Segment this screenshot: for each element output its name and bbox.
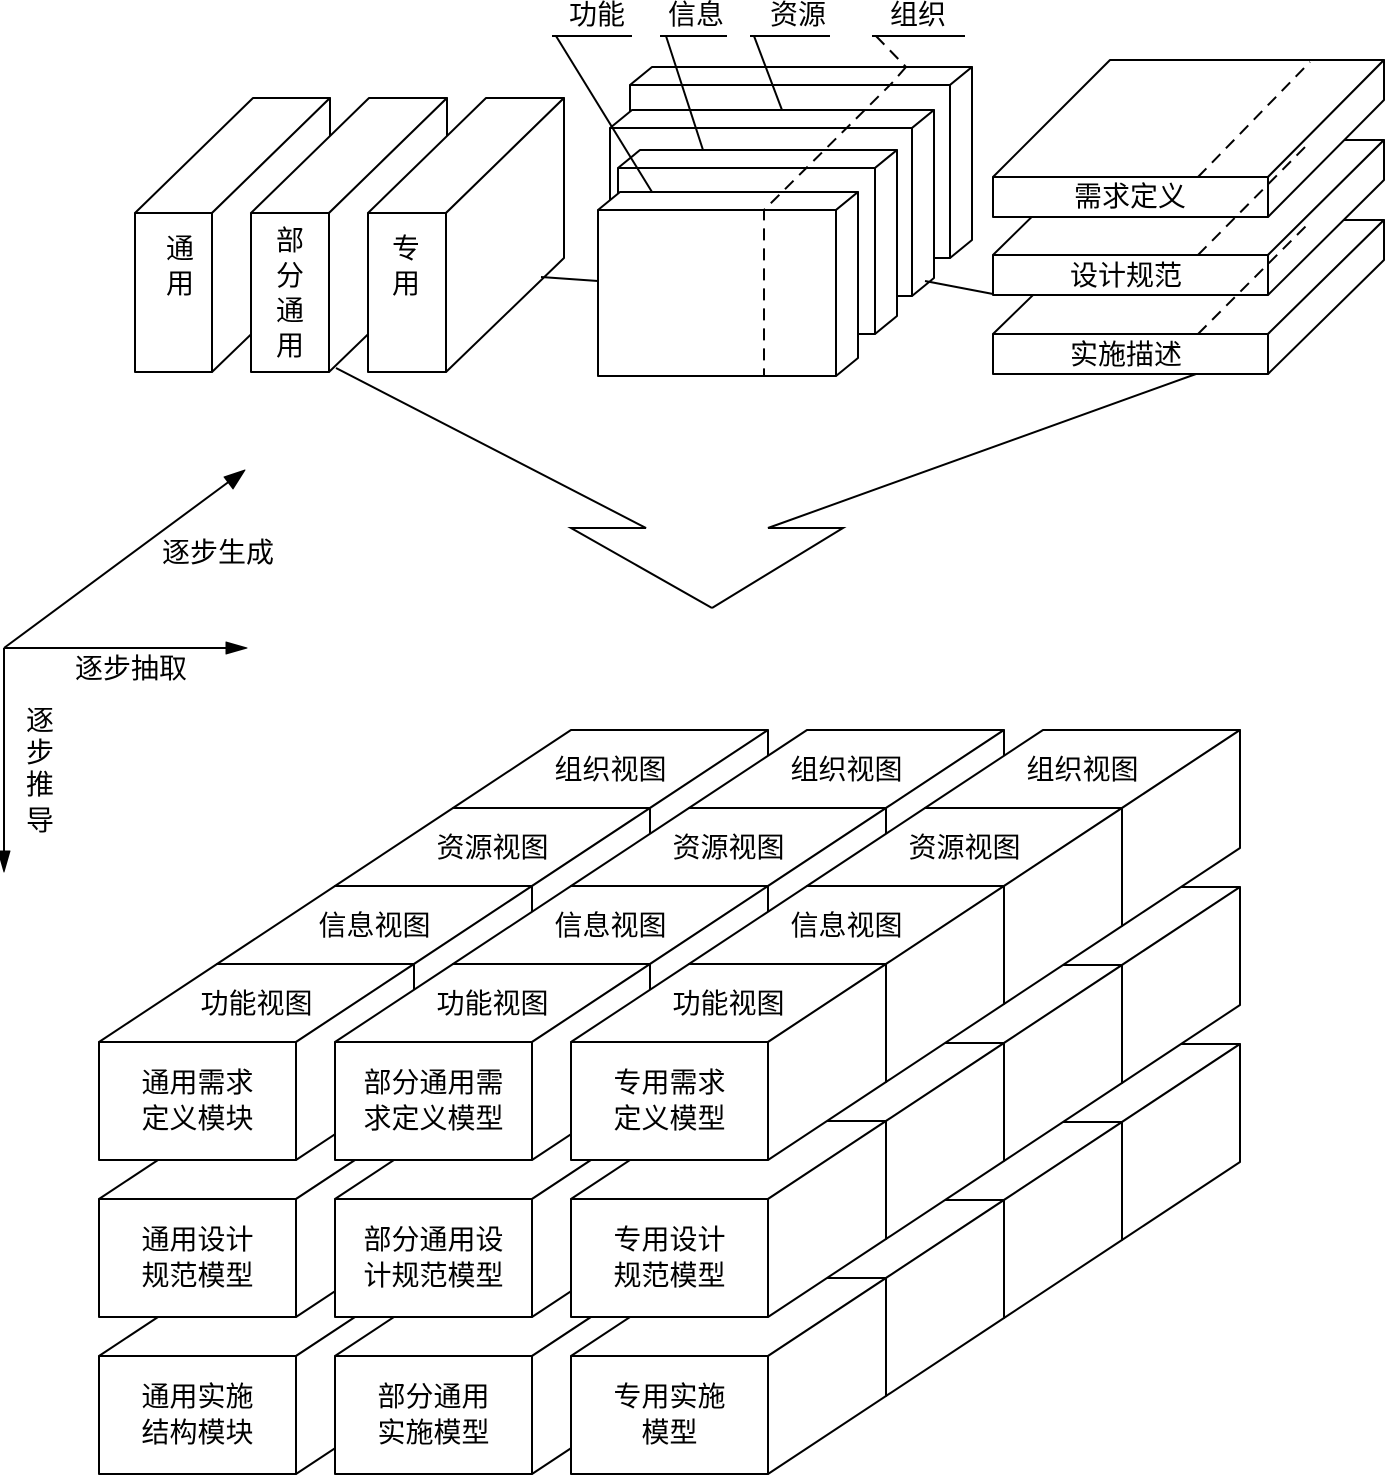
cube-front-face <box>570 1198 769 1318</box>
specific-char-2: 用 <box>392 267 420 300</box>
cube-front-face <box>98 1198 297 1318</box>
lifecycle-requirements: 需求定义 <box>1074 180 1186 213</box>
leader-information <box>665 35 704 151</box>
cube-model-label: 规范模型 <box>613 1259 725 1292</box>
cube-model-label: 结构模块 <box>141 1416 253 1449</box>
partial-char-4: 用 <box>276 329 304 362</box>
cube-view-label-org: 组织视图 <box>790 753 902 786</box>
lifecycle-design: 设计规范 <box>1070 259 1182 292</box>
cube-model-label: 通用设计 <box>141 1223 253 1256</box>
cube-view-label-info: 信息视图 <box>790 909 902 942</box>
lifecycle-plates: 实施描述 设计规范 需求定义 <box>992 59 1385 375</box>
axis-derive-arrowhead <box>0 850 11 873</box>
cube-model-label: 部分通用 <box>377 1380 489 1413</box>
cube-view-label-info: 信息视图 <box>554 909 666 942</box>
block-specific: 专 用 <box>367 97 565 373</box>
connector-generality-views <box>540 276 599 282</box>
cube-model-label: 部分通用需 <box>363 1066 503 1099</box>
cube-front-face <box>334 1041 533 1161</box>
leader-resource <box>753 35 783 111</box>
view-slabs <box>597 66 973 377</box>
cube-model-label: 定义模块 <box>141 1102 253 1135</box>
framework-cube: 功能视图 功能视图 功能视图 信息视图 信息视图 信息视图 资源视图 资源视图 资源视图 组织视图… <box>98 729 1241 1475</box>
cube-view-label-func: 功能视图 <box>672 987 784 1020</box>
cube-model-label: 规范模型 <box>141 1259 253 1292</box>
general-char-2: 用 <box>166 267 194 300</box>
axis-derive-char-3: 推 <box>26 768 54 801</box>
specific-char-1: 专 <box>392 232 420 265</box>
axis-extract-label: 逐步抽取 <box>75 652 187 685</box>
cube-front-face <box>570 1041 769 1161</box>
connector-views-lifecycle <box>924 280 994 295</box>
plate-divider-1 <box>1197 61 1311 178</box>
cube-model-label: 专用需求 <box>613 1066 725 1099</box>
axis-generate-line <box>3 471 243 649</box>
generality-blocks: 通 用 部 分 通 用 专 用 <box>134 97 565 373</box>
cube-model-label: 专用实施 <box>613 1380 725 1413</box>
cube-model-label: 定义模型 <box>613 1102 725 1135</box>
cube-model-label: 部分通用设 <box>363 1223 503 1256</box>
slab-function <box>597 191 859 377</box>
axis-derive-char-4: 导 <box>26 804 54 837</box>
cube-front-face <box>334 1198 533 1318</box>
direction-axes: 逐步生成 逐步抽取 逐 步 推 导 <box>0 469 274 873</box>
cube-model-label: 计规范模型 <box>363 1259 503 1292</box>
slab-divider-dashed <box>763 66 907 376</box>
partial-char-2: 分 <box>276 259 304 292</box>
axis-generate-arrowhead <box>223 469 246 490</box>
cube-view-label-res: 资源视图 <box>672 831 784 864</box>
convergence-funnel <box>335 367 1197 609</box>
cube-front-face <box>98 1355 297 1475</box>
plate-requirements: 需求定义 <box>992 59 1385 218</box>
cube-model-label: 模型 <box>641 1416 697 1449</box>
lifecycle-implementation: 实施描述 <box>1070 338 1182 371</box>
cube-front-face <box>334 1355 533 1475</box>
partial-char-3: 通 <box>276 294 304 327</box>
axis-derive-char-2: 步 <box>26 736 54 769</box>
cube-view-label-func: 功能视图 <box>436 987 548 1020</box>
general-char-1: 通 <box>166 232 194 265</box>
plate-divider-2 <box>1197 141 1311 256</box>
cube-view-label-res: 资源视图 <box>436 831 548 864</box>
cube-model-label: 通用实施 <box>141 1380 253 1413</box>
cube-view-label-info: 信息视图 <box>318 909 430 942</box>
cube-view-label-func: 功能视图 <box>200 987 312 1020</box>
view-label-group: 功能 信息 资源 组织 <box>552 0 965 193</box>
cube-front-face <box>570 1355 769 1475</box>
cube-model-label: 通用需求 <box>141 1066 253 1099</box>
funnel-left-edge <box>335 367 713 609</box>
view-label-resource: 资源 <box>770 0 826 31</box>
cube-view-label-res: 资源视图 <box>908 831 1020 864</box>
axis-derive-char-1: 逐 <box>26 704 54 737</box>
partial-char-1: 部 <box>276 224 304 257</box>
view-label-information: 信息 <box>668 0 724 31</box>
plate-divider-3 <box>1197 221 1311 335</box>
leader-function <box>555 35 653 193</box>
cube-front-face <box>98 1041 297 1161</box>
cube-model-label: 实施模型 <box>377 1416 489 1449</box>
cube-view-label-org: 组织视图 <box>1026 753 1138 786</box>
leader-organization <box>875 35 907 68</box>
view-label-function: 功能 <box>569 0 625 31</box>
axis-extract-arrowhead <box>225 641 248 655</box>
cube-model-label: 专用设计 <box>613 1223 725 1256</box>
view-label-organization: 组织 <box>890 0 946 31</box>
cube-view-label-org: 组织视图 <box>554 753 666 786</box>
funnel-right-edge <box>711 373 1197 609</box>
cube-model-label: 求定义模型 <box>363 1102 503 1135</box>
axis-generate-label: 逐步生成 <box>162 536 274 569</box>
